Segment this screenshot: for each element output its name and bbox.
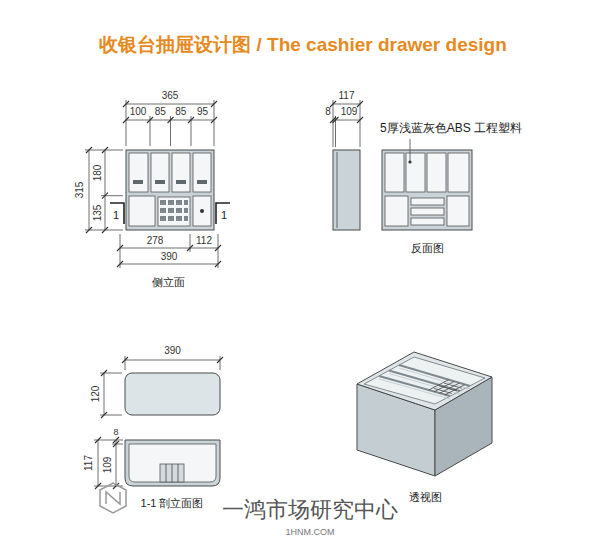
lower-compartment bbox=[193, 196, 211, 226]
coin-cell bbox=[160, 200, 188, 221]
dimension-line bbox=[333, 100, 360, 147]
coin-slot bbox=[411, 208, 444, 215]
lower-compartment bbox=[385, 196, 408, 226]
bill-compartment bbox=[406, 153, 425, 192]
knob bbox=[200, 209, 204, 213]
coin-grid bbox=[429, 380, 465, 395]
section-mark: 1 bbox=[113, 209, 119, 222]
dimension-line bbox=[94, 440, 123, 486]
section-marker bbox=[110, 203, 230, 224]
coin-tray bbox=[158, 197, 190, 226]
dimension-tick bbox=[86, 101, 221, 267]
dimension-number: 390 bbox=[161, 251, 178, 263]
leader-dot bbox=[408, 160, 411, 163]
coin-box bbox=[160, 464, 184, 482]
lower-compartment bbox=[447, 196, 469, 226]
leader-line bbox=[410, 139, 411, 162]
watermark-url: 1HNM.COM bbox=[286, 527, 335, 537]
drawer-front bbox=[126, 150, 214, 230]
watermark-logo bbox=[100, 483, 126, 513]
view-caption: 1-1 剖立面图 bbox=[141, 497, 204, 510]
dimension-number: 278 bbox=[147, 235, 164, 247]
dimension-number: 180 bbox=[92, 165, 104, 182]
dimension-number: 315 bbox=[74, 182, 86, 199]
drawing-title: 收银台抽屉设计图 / The cashier drawer design bbox=[99, 34, 507, 56]
dimension-number: 117 bbox=[339, 90, 355, 102]
dimension-number: 109 bbox=[341, 106, 358, 118]
tray-interior bbox=[364, 357, 485, 404]
bill-compartment bbox=[172, 153, 190, 192]
bill-compartment bbox=[385, 153, 404, 192]
drawer-back bbox=[382, 150, 472, 230]
coin-slot bbox=[411, 198, 444, 205]
dimension-number: 95 bbox=[197, 106, 208, 118]
section-mark: 1 bbox=[221, 209, 227, 222]
bill-compartment bbox=[151, 153, 169, 192]
view-caption: 侧立面 bbox=[152, 276, 185, 289]
coin-divider bbox=[166, 464, 178, 482]
dimension-number: 8 bbox=[325, 106, 331, 118]
section-shell bbox=[125, 440, 220, 486]
dimension-number: 85 bbox=[175, 106, 186, 118]
dimension-number: 112 bbox=[196, 235, 212, 247]
lower-compartment bbox=[129, 196, 155, 226]
dimension-number: 135 bbox=[92, 205, 104, 222]
dimension-number: 117 bbox=[83, 455, 95, 471]
dimension-number: 85 bbox=[155, 106, 166, 118]
material-note: 5厚浅蓝灰色ABS 工程塑料 bbox=[380, 122, 522, 136]
bill-compartment bbox=[427, 153, 446, 192]
dimension-number: 100 bbox=[130, 106, 147, 118]
dimension-number: 365 bbox=[162, 90, 179, 102]
tray-divider-shade bbox=[379, 368, 470, 399]
bill-compartment bbox=[193, 153, 211, 192]
dimension-number: 8 bbox=[113, 427, 118, 437]
drawer-plan bbox=[125, 373, 220, 415]
dimension-tick bbox=[101, 357, 223, 418]
tray-rim bbox=[357, 352, 492, 410]
dimension-number: 120 bbox=[90, 386, 102, 403]
bill-compartment bbox=[448, 153, 469, 192]
shell-line bbox=[337, 152, 338, 228]
view-caption: 透视图 bbox=[409, 491, 442, 504]
dimension-line bbox=[100, 356, 220, 415]
dimension-number: 390 bbox=[164, 345, 181, 357]
drawer-side bbox=[333, 150, 360, 230]
section-cavity bbox=[129, 444, 216, 482]
view-caption: 反面图 bbox=[411, 242, 444, 255]
dimension-line bbox=[85, 100, 218, 268]
watermark: 一鸿市场研究中心 bbox=[222, 497, 398, 522]
bill-clip bbox=[133, 180, 207, 184]
bill-compartment bbox=[129, 153, 148, 192]
coin-slot bbox=[411, 218, 444, 225]
dimension-number: 109 bbox=[102, 457, 114, 474]
dimension-tick bbox=[95, 437, 119, 489]
dimension-tick bbox=[330, 101, 363, 123]
